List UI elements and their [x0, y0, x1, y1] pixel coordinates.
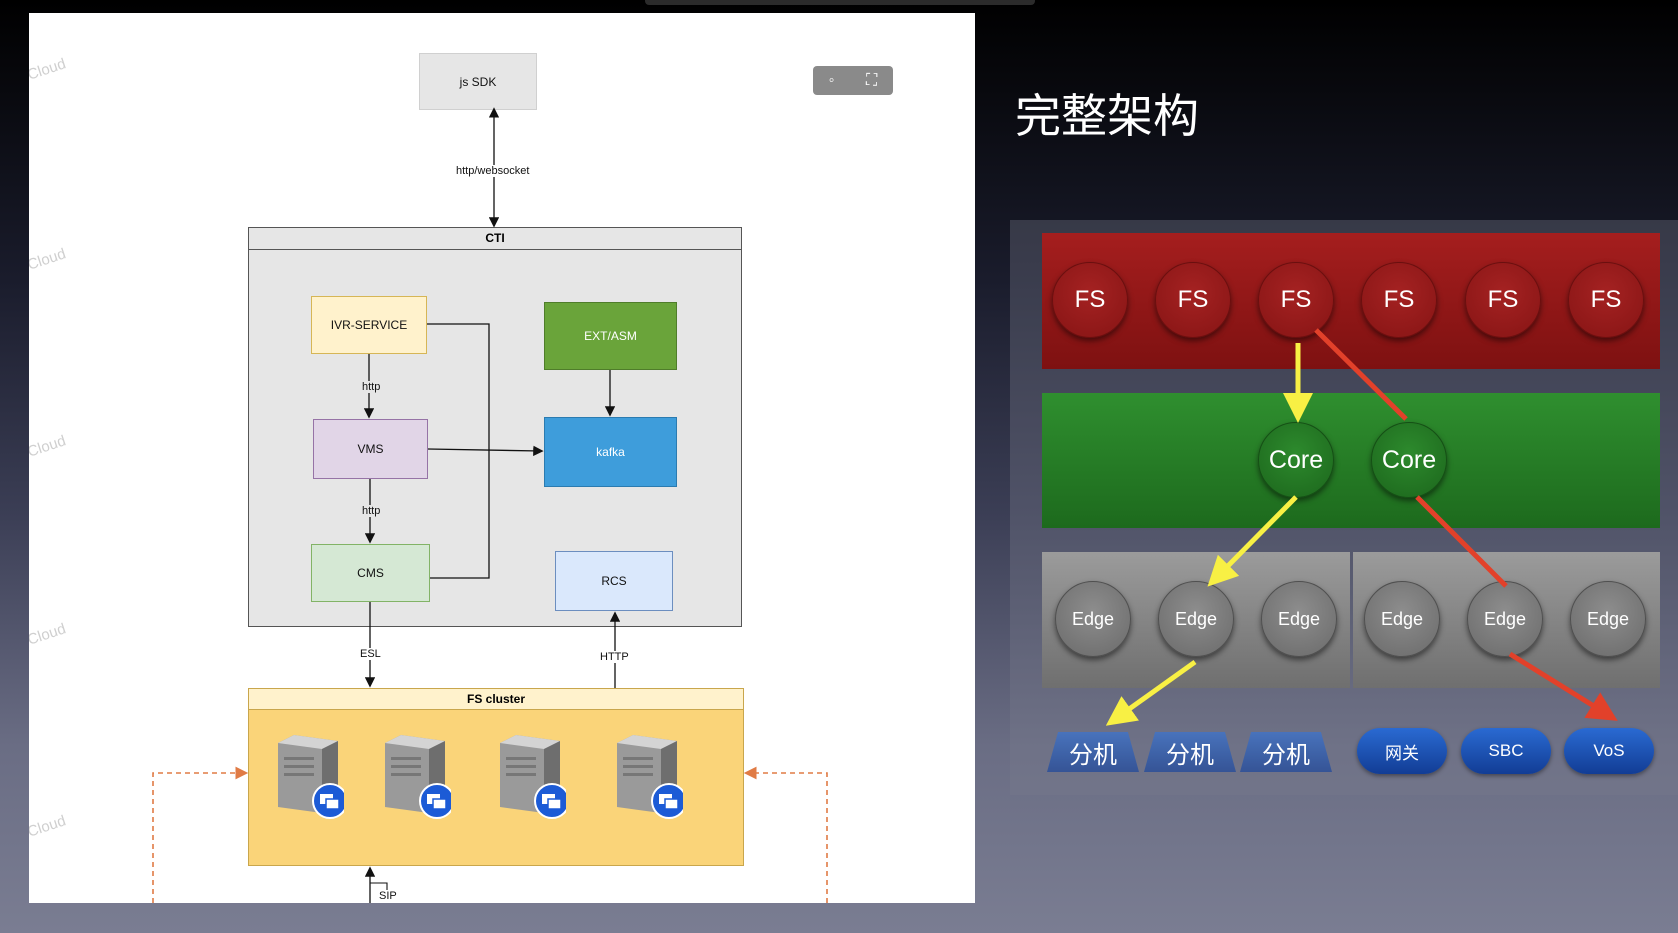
js-sdk-box: js SDK [419, 53, 537, 110]
extension-label: 分机 [1069, 741, 1117, 769]
server-icon [278, 735, 344, 819]
edge-node: Edge [1158, 581, 1234, 657]
fs-node: FS [1052, 262, 1128, 338]
edge-node: Edge [1570, 581, 1646, 657]
ivr-service-box: IVR-SERVICE [311, 296, 427, 354]
fs-layer-band [1042, 233, 1660, 369]
fs-node: FS [1568, 262, 1644, 338]
extension-label: 分机 [1262, 741, 1310, 769]
vos-node: VoS [1564, 728, 1654, 774]
fs-node: FS [1361, 262, 1437, 338]
cms-label: CMS [357, 566, 384, 580]
ext-asm-box: EXT/ASM [544, 302, 677, 370]
slide-title: 完整架构 [1015, 90, 1199, 142]
link-label-fs-rcs: HTTP [599, 651, 630, 663]
vms-label: VMS [357, 442, 384, 456]
edge-node: Edge [1467, 581, 1543, 657]
fs-node: FS [1155, 262, 1231, 338]
vms-box: VMS [313, 419, 428, 479]
core-node: Core [1371, 422, 1447, 498]
core-layer-band [1042, 393, 1660, 528]
ext-asm-label: EXT/ASM [584, 329, 637, 343]
fs-node: FS [1465, 262, 1541, 338]
comment-icon[interactable]: ◦ [828, 71, 835, 89]
fs-cluster-title: FS cluster [248, 688, 744, 710]
rcs-label: RCS [601, 574, 627, 588]
rcs-box: RCS [555, 551, 673, 611]
extension-node: 分机 [1144, 732, 1236, 772]
server-icon [617, 735, 683, 819]
ivr-service-label: IVR-SERVICE [330, 318, 408, 332]
edge-node: Edge [1055, 581, 1131, 657]
fs-node: FS [1258, 262, 1334, 338]
kafka-box: kafka [544, 417, 677, 487]
link-label-ivr-vms: http [361, 381, 382, 393]
link-label-sip: SIP [378, 890, 398, 902]
link-label-sdk-cti: http/websocket [455, 165, 531, 177]
server-icon [500, 735, 566, 819]
link-label-cms-fs: ESL [359, 648, 382, 660]
fullscreen-icon[interactable]: ⛶ [866, 71, 878, 89]
edge-node: Edge [1364, 581, 1440, 657]
extension-node: 分机 [1047, 732, 1139, 772]
gateway-node: 网关 [1357, 728, 1447, 774]
diagram-toolbar: ◦ ⛶ [813, 66, 893, 95]
extension-label: 分机 [1166, 741, 1214, 769]
cms-box: CMS [311, 544, 430, 602]
sbc-node: SBC [1461, 728, 1551, 774]
architecture-diagram-panel: Cloud Cloud Cloud Cloud Cloud ◦ ⛶ js SDK… [29, 13, 975, 903]
window-top-bar [645, 0, 1035, 5]
link-label-vms-cms: http [361, 505, 382, 517]
kafka-label: kafka [596, 445, 625, 459]
server-icon [385, 735, 451, 819]
js-sdk-label: js SDK [459, 74, 497, 89]
extension-node: 分机 [1240, 732, 1332, 772]
edge-node: Edge [1261, 581, 1337, 657]
